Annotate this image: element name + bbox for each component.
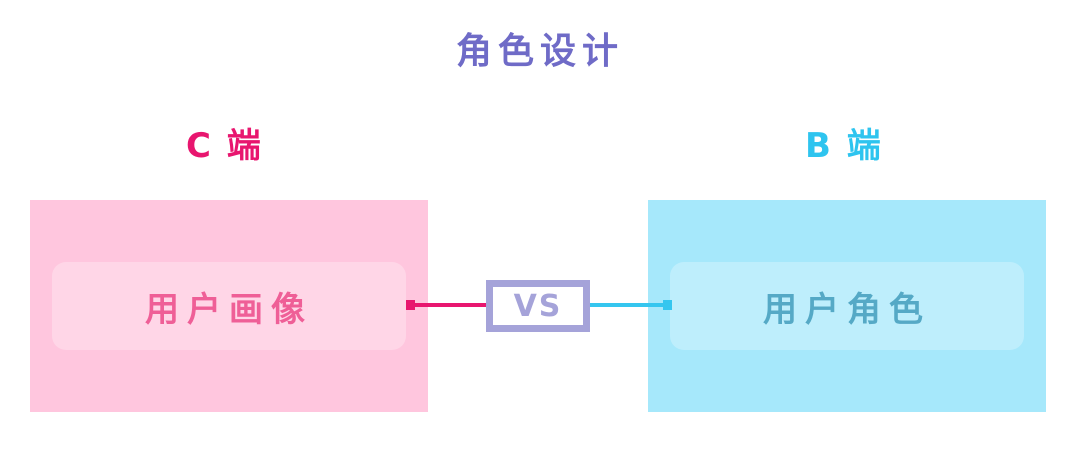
left-connector-line — [410, 303, 486, 307]
left-connector-dot — [406, 300, 415, 310]
right-connector-dot — [663, 300, 672, 310]
user-role-label: 用户角色 — [763, 289, 931, 330]
right-connector-line — [590, 303, 666, 307]
b-side-panel: 用户角色 — [648, 200, 1046, 412]
b-side-label: B 端 — [805, 126, 883, 166]
c-side-panel: 用户画像 — [30, 200, 428, 412]
user-persona-box: 用户画像 — [52, 262, 406, 350]
c-side-label: C 端 — [186, 126, 263, 166]
user-role-box: 用户角色 — [670, 262, 1024, 350]
vs-badge: VS — [486, 280, 590, 332]
diagram-title: 角色设计 — [455, 31, 624, 72]
vs-label: VS — [513, 288, 563, 324]
user-persona-label: 用户画像 — [145, 289, 313, 330]
